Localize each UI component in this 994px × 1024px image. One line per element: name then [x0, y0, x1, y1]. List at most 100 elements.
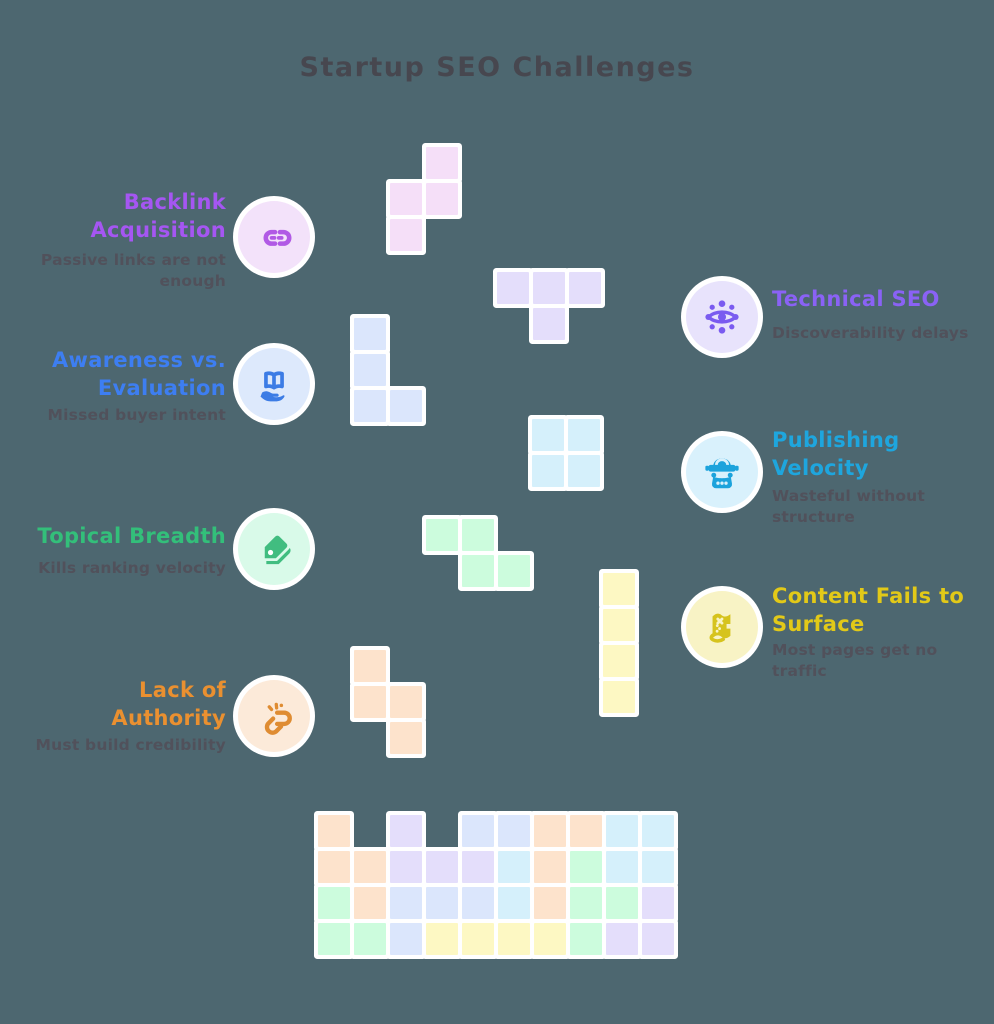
title-line: Awareness vs. [52, 348, 226, 372]
subtitle-line: Missed buyer intent [47, 406, 226, 424]
board-cell [642, 851, 674, 883]
board-cell [570, 923, 602, 955]
board-cell [498, 923, 530, 955]
subtitle-line: Must build credibility [35, 736, 226, 754]
j-piece-periwinkle [354, 390, 386, 422]
broken-link-icon [238, 680, 310, 752]
title-line: Lack of [139, 678, 226, 702]
challenge-technical-seo: Technical SEO Discoverability delays [686, 281, 986, 401]
board-cell [318, 851, 350, 883]
challenge-title: Awareness vs. Evaluation [12, 346, 226, 402]
challenge-topical-breadth: Topical Breadth Kills ranking velocity [12, 513, 312, 642]
o-piece-cyan [532, 455, 564, 487]
challenge-lack-of-authority: Lack of Authority Must build credibility [12, 676, 312, 796]
board-cell [498, 851, 530, 883]
title-line: Content Fails to [772, 584, 965, 608]
challenge-text: Technical SEO Discoverability delays [772, 285, 986, 344]
board-cell [462, 851, 494, 883]
board-cell [606, 815, 638, 847]
board-cell [426, 923, 458, 955]
board-cell [426, 851, 458, 883]
page-title: Startup SEO Challenges [299, 52, 695, 83]
board-cell [534, 923, 566, 955]
subtitle-line: enough [159, 272, 226, 290]
board-cell [318, 887, 350, 919]
board-cell [462, 815, 494, 847]
s-piece-mint [462, 519, 494, 551]
board-cell [570, 851, 602, 883]
board-cell [462, 887, 494, 919]
challenge-title: Topical Breadth [12, 522, 226, 550]
subtitle-line: Wasteful without [772, 487, 926, 505]
s-piece-peach [354, 686, 386, 718]
board-cell [498, 815, 530, 847]
s-piece-peach [390, 722, 422, 754]
board-cell [354, 851, 386, 883]
title-line: Evaluation [97, 376, 226, 400]
title-line: Backlink [123, 190, 226, 214]
o-piece-cyan [532, 419, 564, 451]
title-line: Acquisition [90, 218, 226, 242]
challenge-awareness-vs-evaluation: Awareness vs. Evaluation Missed buyer int… [12, 346, 312, 466]
title-line: Topical Breadth [37, 524, 226, 548]
subtitle-line: Discoverability delays [772, 324, 969, 342]
treasure-map-icon [686, 591, 758, 663]
subtitle-line: Kills ranking velocity [38, 559, 226, 577]
subtitle-line: Passive links are not [40, 251, 226, 269]
board-cell [426, 887, 458, 919]
printing-press-icon [686, 436, 758, 508]
board-cell [390, 815, 422, 847]
challenge-content-fails-to-surface: Content Fails to Surface Most pages get n… [686, 584, 986, 711]
s-piece-peach [390, 686, 422, 718]
title-line: Technical SEO [772, 287, 940, 311]
board-cell [606, 923, 638, 955]
board-cell [354, 887, 386, 919]
board-cell [570, 815, 602, 847]
i-piece-yellow [603, 573, 635, 605]
challenge-text: Topical Breadth Kills ranking velocity [12, 522, 226, 579]
s-piece-mint [462, 555, 494, 587]
challenge-text: Awareness vs. Evaluation Missed buyer int… [12, 346, 226, 426]
o-piece-cyan [568, 419, 600, 451]
challenge-title: Content Fails to Surface [772, 582, 986, 638]
board-cell [606, 851, 638, 883]
title-line: Authority [111, 706, 226, 730]
board-cell [534, 815, 566, 847]
challenge-subtitle: Passive links are not enough [12, 250, 226, 292]
crawler-eye-icon [686, 281, 758, 353]
challenge-text: Lack of Authority Must build credibility [12, 676, 226, 756]
j-piece-periwinkle [354, 318, 386, 350]
title-line: Surface [772, 612, 865, 636]
t-piece-lavender [497, 272, 529, 304]
i-piece-yellow [603, 645, 635, 677]
challenge-subtitle: Must build credibility [12, 735, 226, 756]
board-cell [462, 923, 494, 955]
challenge-text: Content Fails to Surface Most pages get n… [772, 582, 986, 682]
t-piece-lavender [533, 272, 565, 304]
board-cell [354, 923, 386, 955]
board-cell [534, 851, 566, 883]
s-piece-pink [426, 183, 458, 215]
challenge-title: Technical SEO [772, 285, 986, 313]
board-cell [318, 923, 350, 955]
challenge-title: Lack of Authority [12, 676, 226, 732]
j-piece-periwinkle [390, 390, 422, 422]
challenge-subtitle: Missed buyer intent [12, 405, 226, 426]
tags-icon [238, 513, 310, 585]
board-cell [570, 887, 602, 919]
subtitle-line: Most pages get no [772, 641, 938, 659]
board-cell [390, 887, 422, 919]
board-cell [498, 887, 530, 919]
o-piece-cyan [568, 455, 600, 487]
board-cell [318, 815, 350, 847]
challenge-subtitle: Most pages get no traffic [772, 640, 986, 682]
challenge-subtitle: Discoverability delays [772, 323, 986, 344]
subtitle-line: traffic [772, 662, 827, 680]
